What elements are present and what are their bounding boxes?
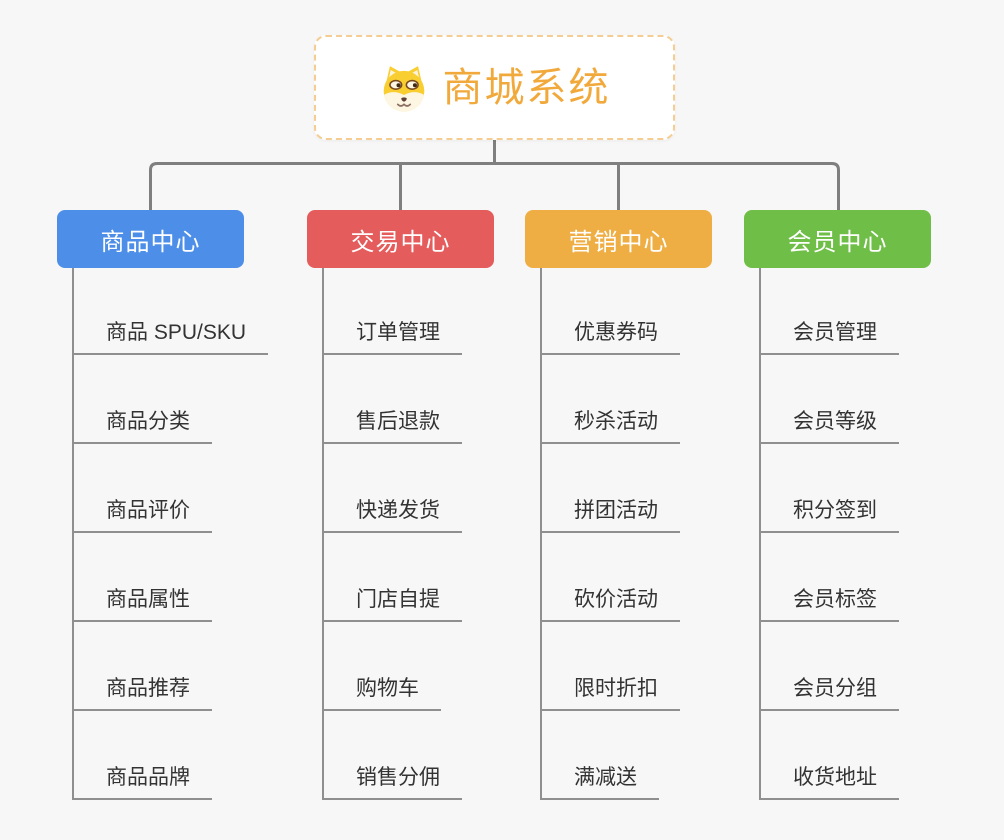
subtopic[interactable]: 会员等级 bbox=[761, 355, 899, 444]
subtopic[interactable]: 积分签到 bbox=[761, 444, 899, 533]
branch-topic-trade-center[interactable]: 交易中心 bbox=[307, 210, 494, 268]
root-topic[interactable]: 商城系统 bbox=[314, 35, 675, 140]
subtopic[interactable]: 商品评价 bbox=[74, 444, 212, 533]
root-title: 商城系统 bbox=[442, 65, 611, 110]
subtopic[interactable]: 会员管理 bbox=[761, 268, 899, 355]
branch-trade-center: 交易中心订单管理售后退款快递发货门店自提购物车销售分佣 bbox=[307, 210, 494, 800]
branch-marketing-center: 营销中心优惠券码秒杀活动拼团活动砍价活动限时折扣满减送 bbox=[525, 210, 712, 800]
subtopic[interactable]: 限时折扣 bbox=[542, 622, 680, 711]
branch-children-marketing-center: 优惠券码秒杀活动拼团活动砍价活动限时折扣满减送 bbox=[540, 268, 680, 800]
branch-member-center: 会员中心会员管理会员等级积分签到会员标签会员分组收货地址 bbox=[744, 210, 931, 800]
subtopic[interactable]: 砍价活动 bbox=[542, 533, 680, 622]
subtopic[interactable]: 拼团活动 bbox=[542, 444, 680, 533]
branch-topic-product-center[interactable]: 商品中心 bbox=[57, 210, 244, 268]
branch-children-trade-center: 订单管理售后退款快递发货门店自提购物车销售分佣 bbox=[322, 268, 462, 800]
subtopic[interactable]: 销售分佣 bbox=[324, 711, 462, 800]
subtopic[interactable]: 售后退款 bbox=[324, 355, 462, 444]
subtopic[interactable]: 会员标签 bbox=[761, 533, 899, 622]
subtopic[interactable]: 商品 SPU/SKU bbox=[74, 268, 269, 355]
branch-topic-member-center[interactable]: 会员中心 bbox=[744, 210, 931, 268]
subtopic[interactable]: 会员分组 bbox=[761, 622, 899, 711]
branch-topic-marketing-center[interactable]: 营销中心 bbox=[525, 210, 712, 268]
subtopic[interactable]: 商品属性 bbox=[74, 533, 212, 622]
subtopic[interactable]: 秒杀活动 bbox=[542, 355, 680, 444]
subtopic[interactable]: 满减送 bbox=[542, 711, 659, 800]
subtopic[interactable]: 商品品牌 bbox=[74, 711, 212, 800]
subtopic[interactable]: 快递发货 bbox=[324, 444, 462, 533]
subtopic[interactable]: 订单管理 bbox=[324, 268, 462, 355]
subtopic[interactable]: 收货地址 bbox=[761, 711, 899, 800]
dog-face-icon bbox=[379, 63, 429, 113]
subtopic[interactable]: 商品分类 bbox=[74, 355, 212, 444]
subtopic[interactable]: 商品推荐 bbox=[74, 622, 212, 711]
branch-children-member-center: 会员管理会员等级积分签到会员标签会员分组收货地址 bbox=[759, 268, 899, 800]
connector-rail bbox=[149, 162, 840, 210]
subtopic[interactable]: 购物车 bbox=[324, 622, 441, 711]
subtopic[interactable]: 门店自提 bbox=[324, 533, 462, 622]
subtopic[interactable]: 优惠券码 bbox=[542, 268, 680, 355]
